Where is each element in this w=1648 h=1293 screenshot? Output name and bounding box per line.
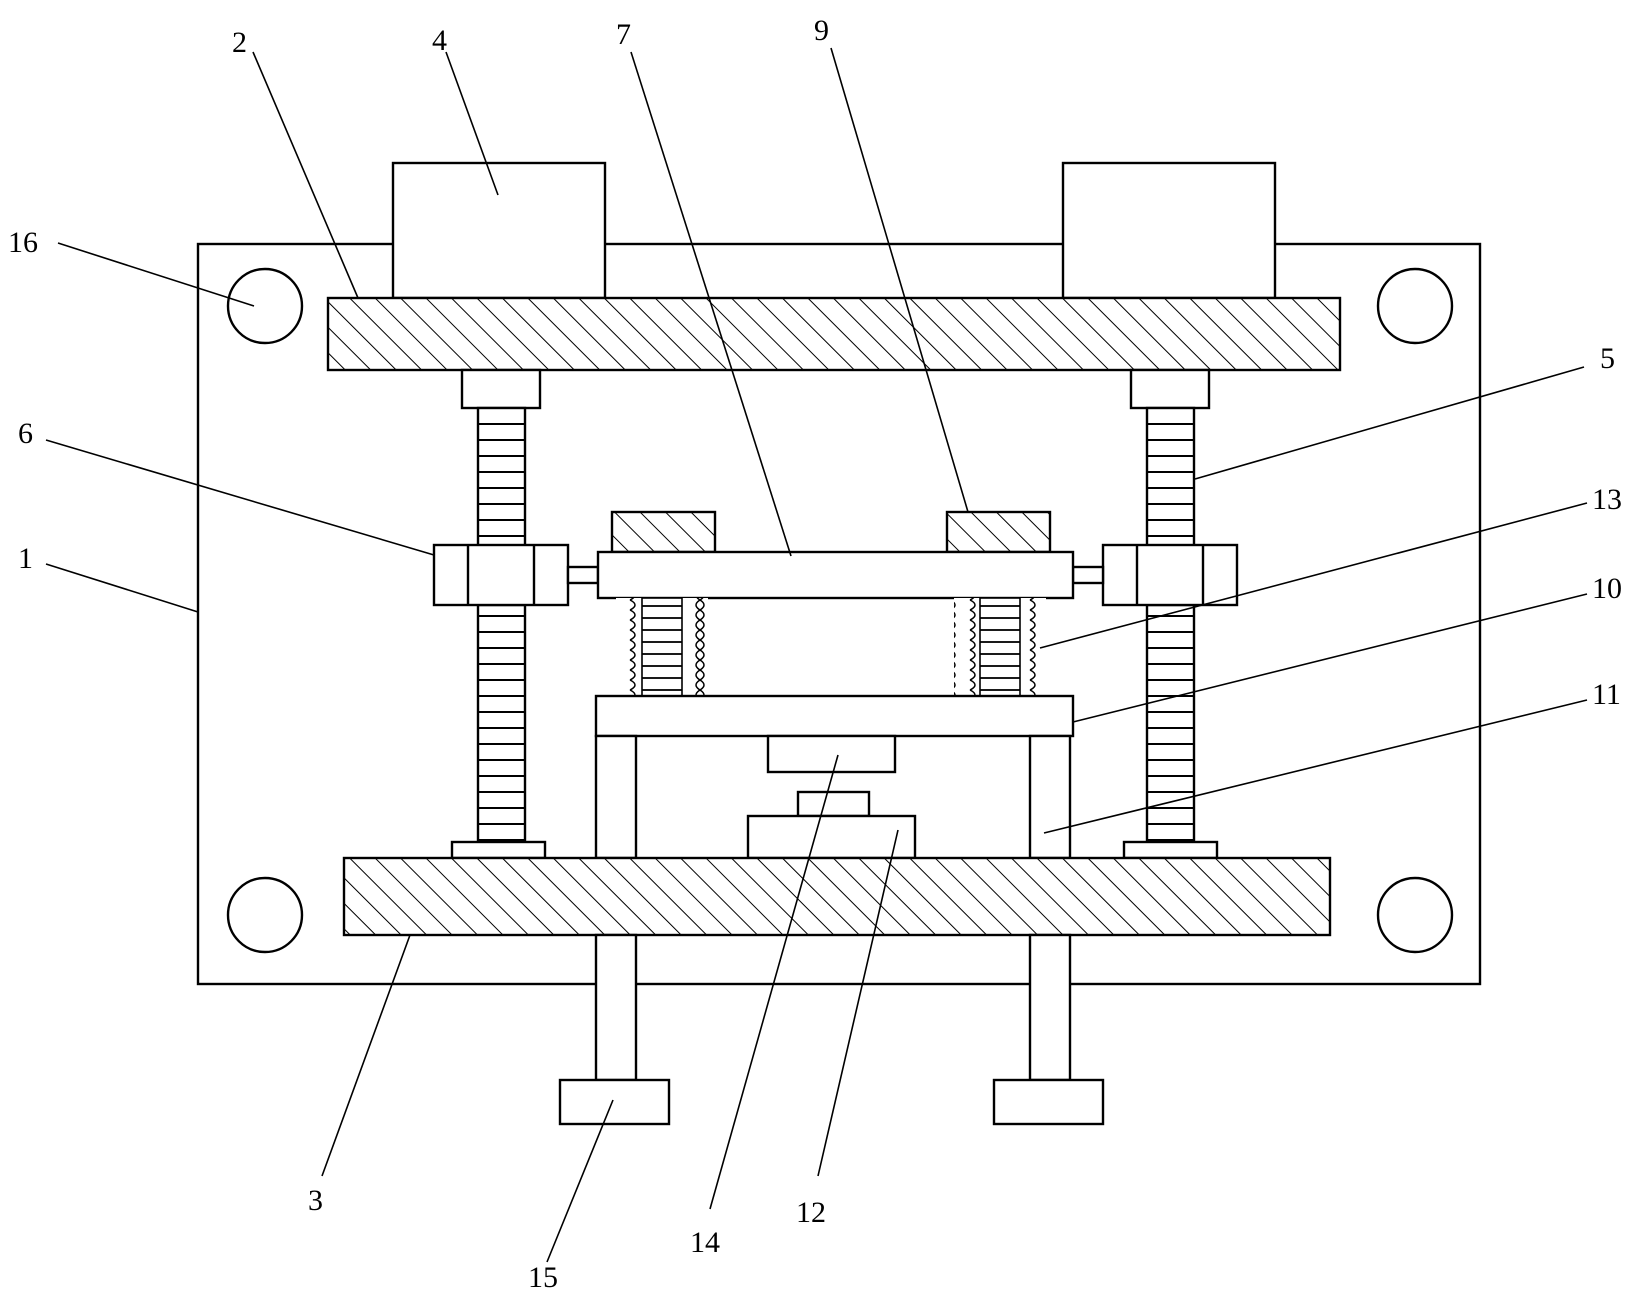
label-13: 13: [1592, 483, 1622, 516]
leader-lines: [45, 47, 1588, 1263]
label-15: 15: [528, 1261, 558, 1293]
upper-die: [766, 734, 897, 774]
label-9: 9: [814, 14, 829, 47]
foot-left: [558, 1078, 671, 1126]
lower-die: [746, 814, 917, 860]
mounting-hole-bottom-right: [1376, 876, 1454, 954]
foot-right: [992, 1078, 1105, 1126]
label-3: 3: [308, 1184, 323, 1217]
leg-right: [1028, 933, 1072, 1082]
nut-block-left: [432, 543, 570, 607]
guide-post-left: [594, 734, 638, 860]
spring-left-core: [641, 597, 683, 697]
bearing-top-right: [1129, 368, 1211, 410]
spring-right-core: [979, 597, 1021, 697]
label-6: 6: [18, 417, 33, 450]
motor-left: [391, 161, 607, 300]
lead-screw-right-upper: [1145, 406, 1196, 554]
mounting-hole-bottom-left: [226, 876, 304, 954]
weight-block-left: [610, 510, 717, 554]
label-1: 1: [18, 542, 33, 575]
label-11: 11: [1592, 678, 1621, 711]
lead-screw-left-upper: [476, 406, 527, 554]
nut-block-right: [1101, 543, 1239, 607]
bearing-top-left: [460, 368, 542, 410]
label-4: 4: [432, 24, 447, 57]
weight-block-right: [945, 510, 1052, 554]
top-plate: [326, 296, 1342, 372]
lower-die-top: [796, 790, 871, 818]
label-12: 12: [796, 1196, 826, 1229]
label-14: 14: [690, 1226, 720, 1259]
screw-seat-bottom-right: [1122, 840, 1219, 860]
mounting-hole-top-right: [1376, 267, 1454, 345]
connecting-rod-right: [1071, 565, 1105, 585]
mounting-hole-top-left: [226, 267, 304, 345]
moving-beam: [596, 550, 1075, 600]
label-2: 2: [232, 26, 247, 59]
guide-post-right: [1028, 734, 1072, 860]
connecting-rod-left: [566, 565, 600, 585]
label-7: 7: [616, 18, 631, 51]
label-5: 5: [1600, 342, 1615, 375]
screw-seat-bottom-left: [450, 840, 547, 860]
label-16: 16: [8, 226, 38, 259]
part-labels: 2 4 7 9 16 5 6 1 13 10 11 3 14 12 15: [8, 14, 1622, 1293]
leg-left: [594, 933, 638, 1082]
label-10: 10: [1592, 572, 1622, 605]
lead-screw-left-lower: [476, 603, 527, 844]
press-plate: [594, 694, 1075, 738]
motor-right: [1061, 161, 1277, 300]
bottom-plate: [342, 856, 1332, 937]
